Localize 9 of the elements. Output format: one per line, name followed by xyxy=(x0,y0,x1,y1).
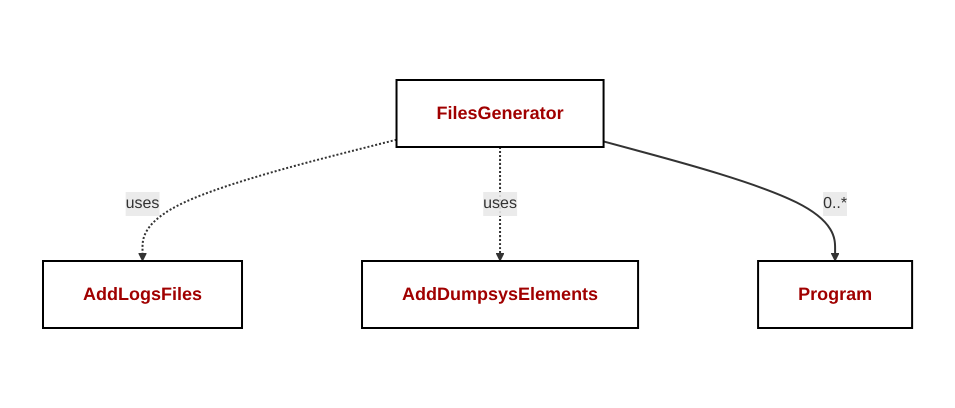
arrow xyxy=(603,140,840,262)
edge-label: uses xyxy=(483,195,517,212)
edge-label: 0..* xyxy=(823,195,848,212)
node-box: Program xyxy=(757,260,914,329)
node-box: AddDumpsysElements xyxy=(360,260,640,329)
arrow xyxy=(138,138,397,262)
edge-label: uses xyxy=(126,195,160,212)
node-box: AddLogsFiles xyxy=(42,260,243,329)
node-box: FilesGenerator xyxy=(395,79,604,148)
